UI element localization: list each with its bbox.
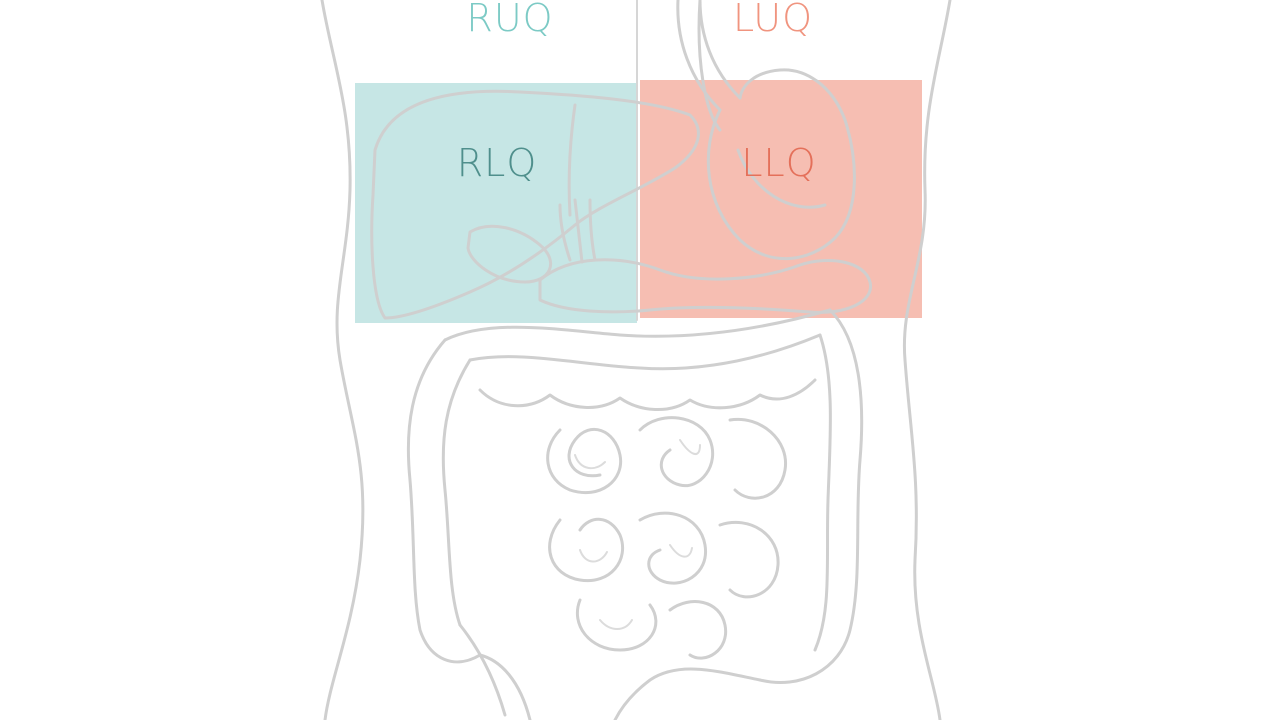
liver-outline xyxy=(370,89,700,320)
colon-transverse-inner xyxy=(468,333,822,371)
label-llq: LLQ xyxy=(741,141,817,185)
small-intestine-inner xyxy=(574,439,701,630)
appendix-outline xyxy=(458,623,507,717)
colon-ascending xyxy=(406,338,482,664)
stomach-outline xyxy=(706,68,856,261)
label-ruq: RUQ xyxy=(466,0,554,40)
right-quadrant-zone xyxy=(355,83,637,323)
colon-transverse-haustra xyxy=(478,378,817,412)
label-luq: LUQ xyxy=(732,0,814,40)
sigmoid-rectum xyxy=(478,653,762,722)
torso-right-outline xyxy=(902,0,952,722)
label-rlq: RLQ xyxy=(456,141,538,185)
colon-descending-inner xyxy=(813,333,832,652)
colon-transverse xyxy=(443,308,832,342)
stomach-inner-curve xyxy=(697,0,827,209)
pancreas-outline xyxy=(538,258,872,314)
torso-left-outline xyxy=(320,0,365,722)
colon-ascending-inner xyxy=(441,358,472,627)
liver-inner-lobe xyxy=(567,103,577,217)
gallbladder-outline xyxy=(466,224,553,284)
colon-descending xyxy=(758,308,864,685)
bile-ducts xyxy=(558,198,597,264)
small-intestine-loops xyxy=(546,416,787,660)
